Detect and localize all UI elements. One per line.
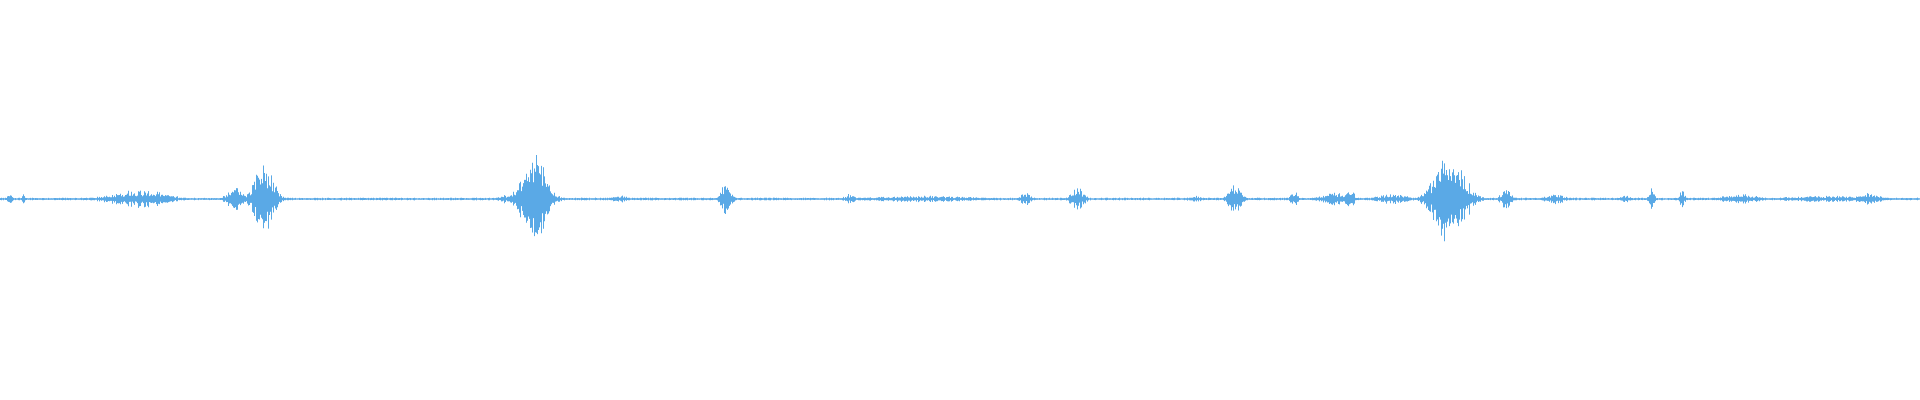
waveform-bars xyxy=(0,155,1920,242)
